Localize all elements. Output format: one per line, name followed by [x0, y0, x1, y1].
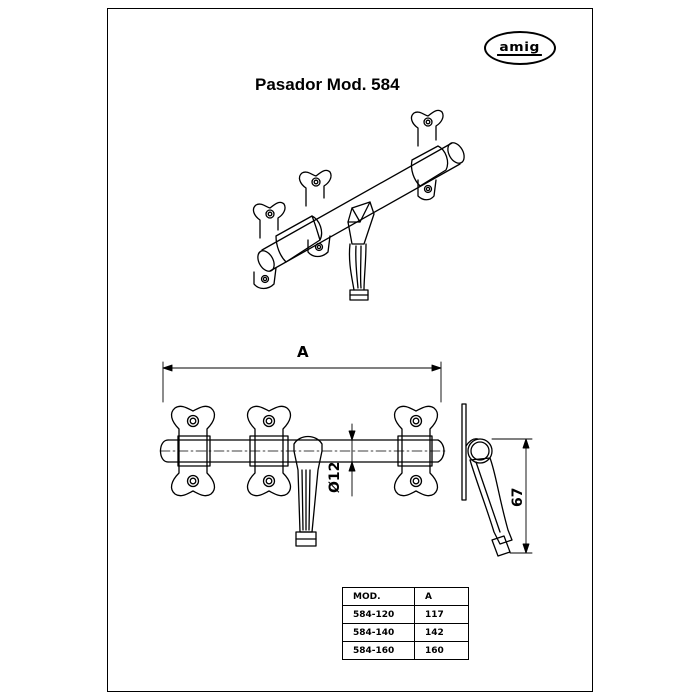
model-cell: 584-120 [342, 605, 415, 624]
side-bolt-ring [465, 438, 493, 464]
model-dimension-table: MOD. A 584-120 117 584-140 142 584-160 1… [342, 587, 469, 660]
iso-plate-right [410, 109, 444, 201]
a-value-cell: 160 [414, 641, 469, 660]
iso-bolt-rod [257, 142, 465, 272]
dimension-a-label: A [297, 343, 309, 361]
header-a: A [414, 587, 469, 606]
side-view [461, 403, 533, 557]
front-handle [293, 435, 323, 547]
iso-sleeves [275, 145, 449, 263]
brand-logo-text: amig [497, 41, 543, 56]
table-row: 584-120 117 [342, 605, 469, 624]
brand-logo: amig [484, 31, 556, 65]
page-title: Pasador Mod. 584 [255, 75, 400, 94]
model-cell: 584-140 [342, 623, 415, 642]
drawing-sheet [107, 8, 593, 692]
dimension-height-label: 67 [510, 487, 526, 507]
dimension-diameter [348, 423, 356, 497]
dimension-height [491, 438, 533, 554]
table-row: 584-140 142 [342, 623, 469, 642]
header-model: MOD. [342, 587, 415, 606]
isometric-view [252, 109, 465, 301]
side-handle [469, 457, 513, 557]
side-plate [461, 403, 467, 501]
a-value-cell: 117 [414, 605, 469, 624]
front-bolt-rod [159, 439, 447, 463]
dimension-a [162, 361, 442, 403]
table-row: 584-160 160 [342, 641, 469, 660]
dimension-diameter-label: Ø12 [327, 461, 343, 493]
model-cell: 584-160 [342, 641, 415, 660]
iso-plate-left [252, 201, 286, 290]
table-header-row: MOD. A [342, 587, 469, 606]
a-value-cell: 142 [414, 623, 469, 642]
front-sleeves [177, 435, 433, 467]
front-view [159, 361, 447, 547]
iso-plate-middle [298, 169, 332, 258]
iso-handle [347, 201, 375, 301]
